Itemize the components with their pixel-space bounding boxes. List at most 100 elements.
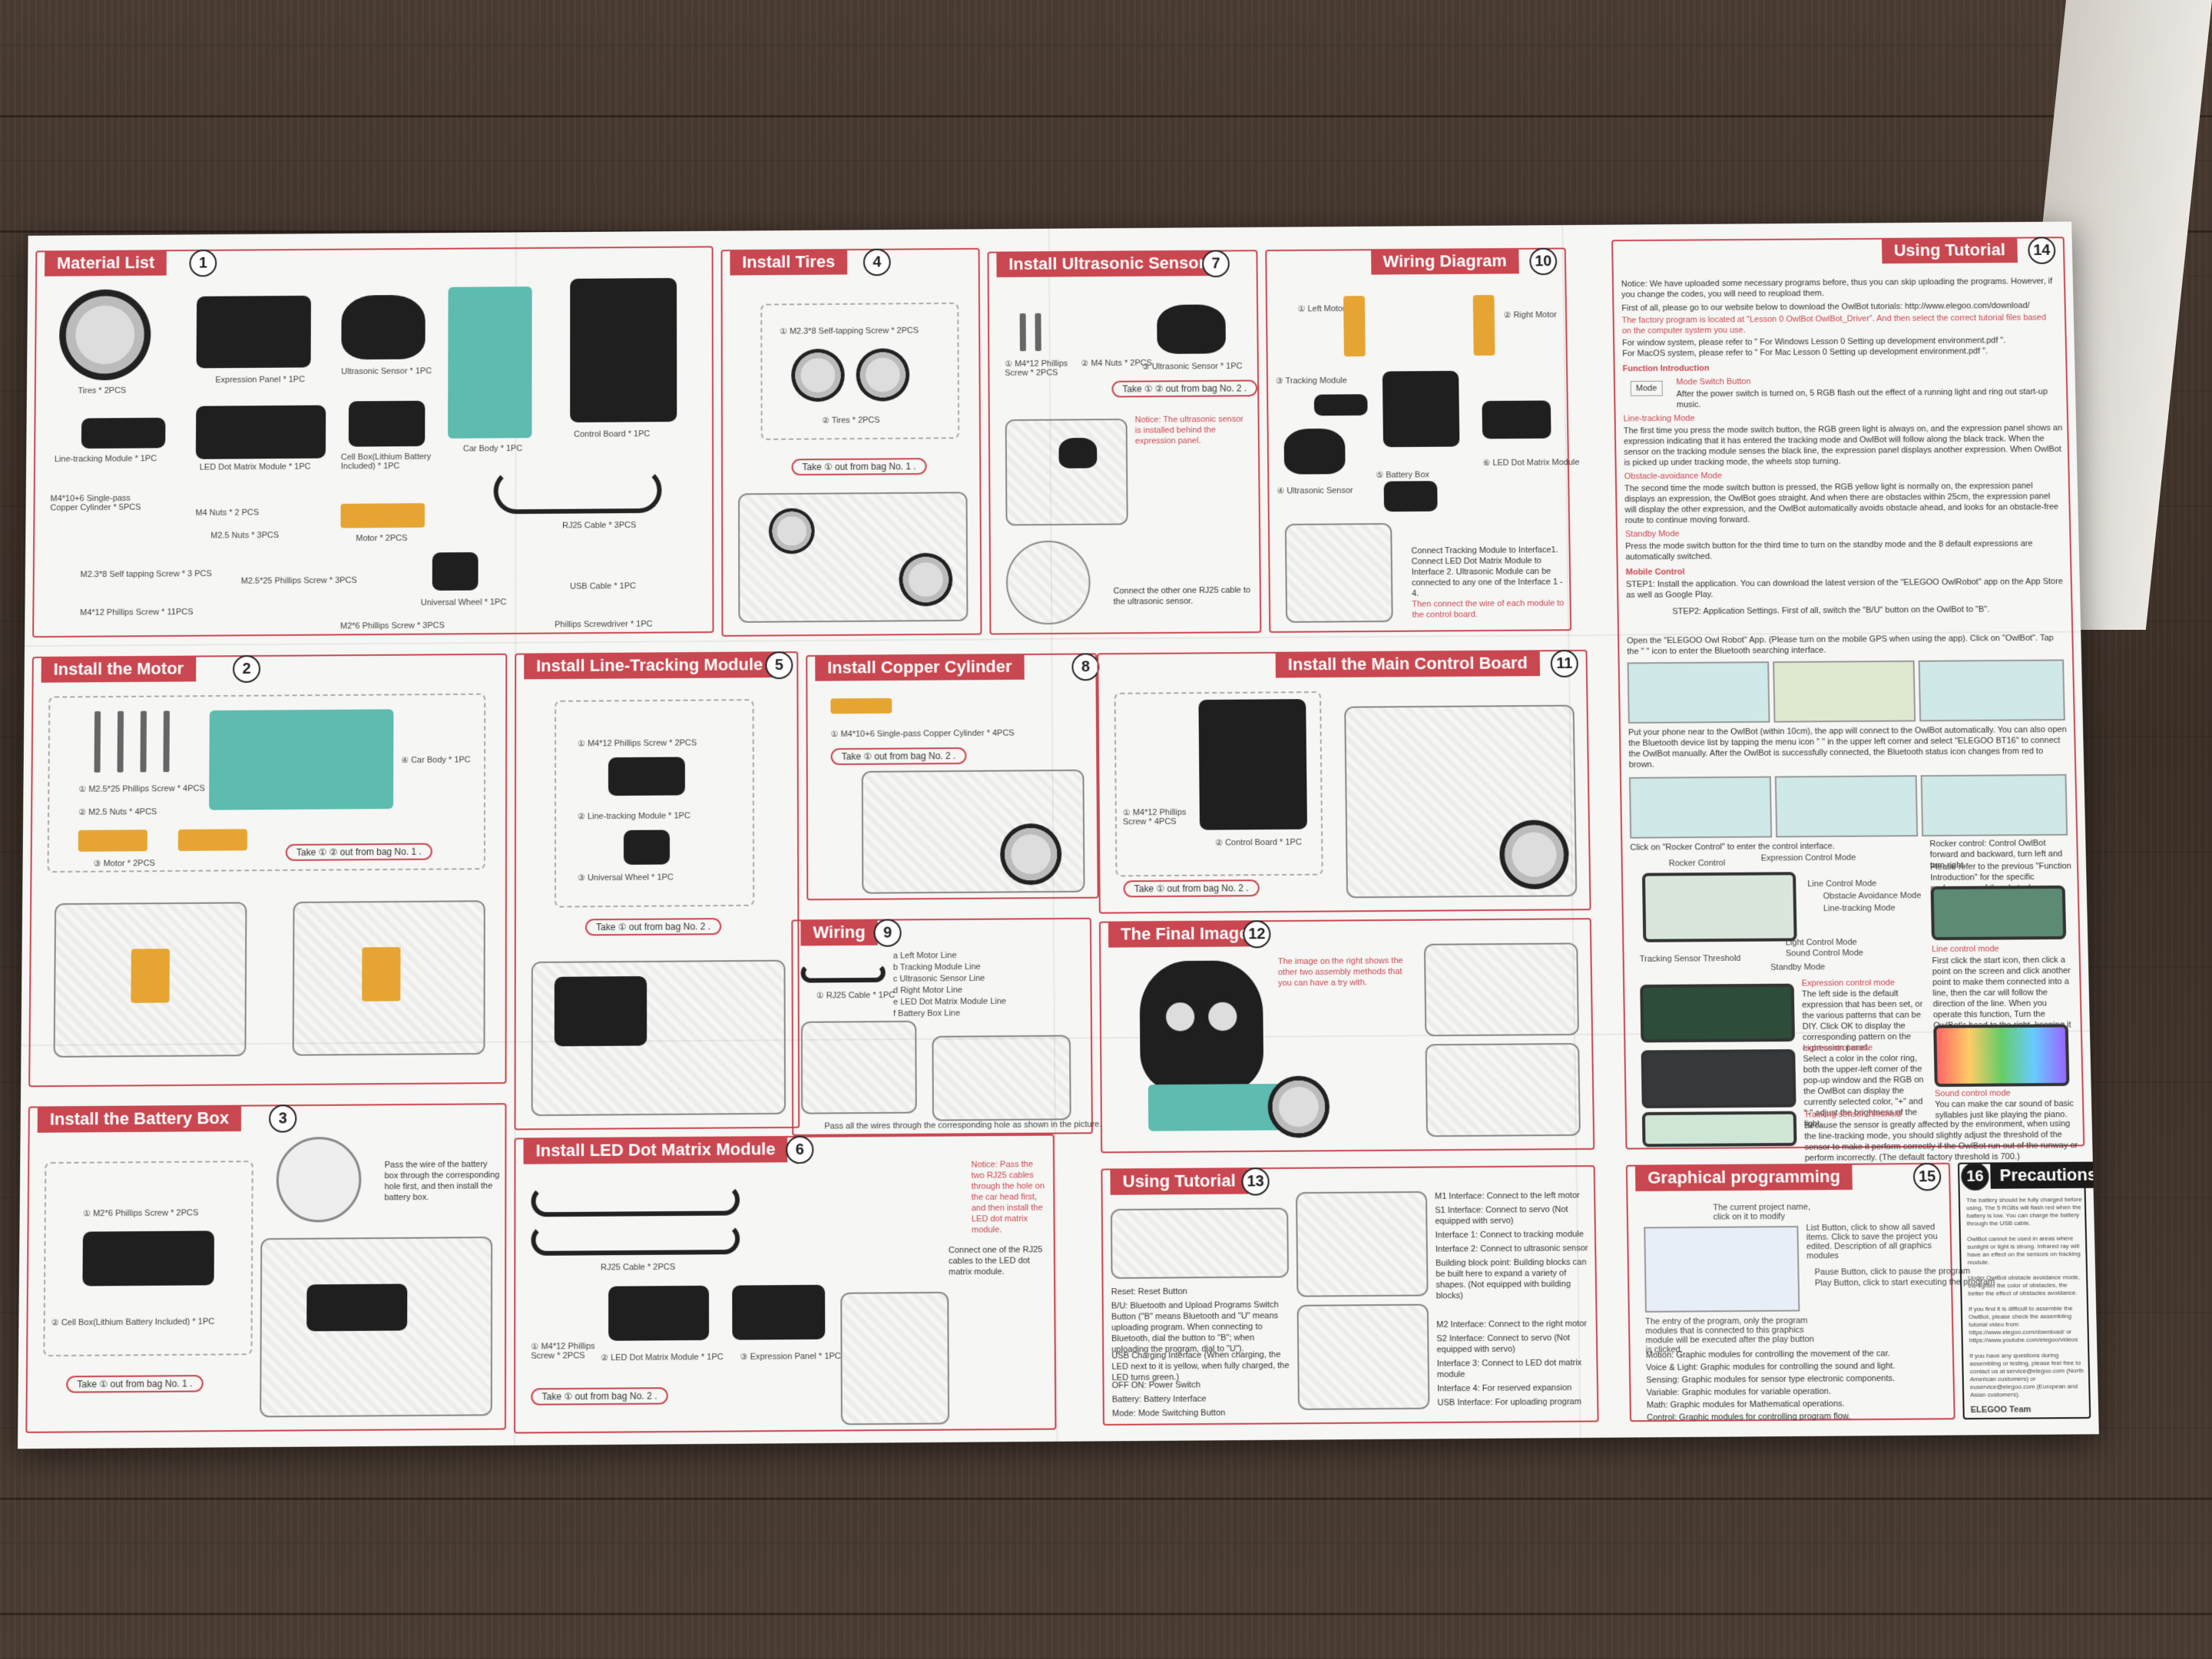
part-label: ① M2*6 Phillips Screw * 2PCS — [83, 1207, 198, 1218]
part-label: Universal Wheel * 1PC — [421, 598, 507, 608]
final-text: The image on the right shows the other t… — [1278, 955, 1417, 988]
tutorial-text: Press the mode switch button for the thi… — [1625, 538, 2065, 563]
part-label: ③ Motor * 2PCS — [94, 858, 155, 869]
app-label: Light Control Mode — [1786, 938, 1857, 948]
panel-title: The Final Image — [1108, 920, 1261, 947]
section-heading: Tracking sensor threshold — [1804, 1109, 1902, 1121]
tutorial-text: You can make the car sound of basic syll… — [1935, 1098, 2078, 1121]
diagram-label: ③ Tracking Module — [1276, 376, 1347, 386]
tutorial-text: M1 Interface: Connect to the left motor — [1435, 1190, 1589, 1202]
section-heading: Obstacle-avoidance Mode — [1624, 471, 1722, 482]
wiring-line: b Tracking Module Line — [893, 962, 981, 972]
tutorial-text: Put your phone near to the OwlBot (withi… — [1628, 724, 2070, 770]
tutorial-text: Mode: Mode Switching Button — [1112, 1408, 1226, 1419]
final-owlbot-image — [1139, 960, 1263, 1092]
tutorial-text: USB Charging Interface (When charging, t… — [1111, 1349, 1290, 1383]
diagram-label: ② Right Motor — [1504, 310, 1557, 320]
module-desc: Motion: Graphic modules for controlling … — [1646, 1348, 1890, 1360]
step-number-badge: 15 — [1913, 1163, 1942, 1191]
instruction-text: Pass all the wires through the correspon… — [824, 1120, 1101, 1131]
instruction-text: Connect the other one RJ25 cable to the … — [1113, 585, 1251, 608]
tutorial-text: M2 Interface: Connect to the right motor — [1436, 1318, 1591, 1330]
instruction-text: Connect one of the RJ25 cables to the LE… — [949, 1244, 1049, 1277]
section-heading: Mobile Control — [1626, 567, 1685, 578]
tutorial-text: Interface 2: Connect to ultrasonic senso… — [1435, 1243, 1590, 1255]
section-heading: Function Introduction — [1622, 363, 1709, 375]
instruction-text: Pass the wire of the battery box through… — [384, 1159, 500, 1204]
panel-install-led: Install LED Dot Matrix Module 6 RJ25 Cab… — [514, 1134, 1056, 1434]
tutorial-text: The factory program is located at "Lesso… — [1621, 313, 2056, 336]
diagram-label: ⑥ LED Dot Matrix Module — [1482, 457, 1579, 468]
cell-box-image — [82, 1230, 214, 1286]
app-label: Rocker Control — [1669, 859, 1726, 869]
tutorial-text: S2 Interface: Connect to servo (Not equi… — [1436, 1333, 1591, 1356]
panel-title: Install Tires — [730, 249, 847, 275]
module-desc: Voice & Light: Graphic modules for contr… — [1646, 1361, 1895, 1374]
panel-title: Install Line-Tracking Module — [524, 651, 775, 679]
tutorial-text: S1 Interface: Connect to servo (Not equi… — [1435, 1204, 1590, 1227]
panel-install-motor: Install the Motor 2 ① M2.5*25 Phillips S… — [28, 654, 507, 1088]
tutorial-text: The second time the mode switch button i… — [1624, 480, 2065, 525]
panel-precautions: 16 Precautions The battery should be ful… — [1958, 1162, 2091, 1420]
app-label: Line-tracking Mode — [1823, 903, 1896, 913]
step-number-badge: 9 — [873, 919, 901, 946]
wiring-line: c Ultrasonic Sensor Line — [893, 974, 985, 984]
section-heading: Light control mode — [1803, 1042, 1873, 1054]
part-label: ② Control Board * 1PC — [1215, 837, 1302, 848]
section-heading: Expression control mode — [1802, 978, 1896, 989]
expression-panel-image — [197, 296, 311, 369]
graphical-text: List Button, click to show all saved ite… — [1806, 1223, 1945, 1261]
part-label: LED Dot Matrix Module * 1PC — [200, 462, 311, 472]
tutorial-text: Open the "ELEGOO Owl Robot" App. (Please… — [1627, 633, 2068, 657]
panel-title: Using Tutorial — [1110, 1167, 1248, 1195]
part-label: ① M4*12 Phillips Screw * 4PCS — [1123, 807, 1200, 827]
step-number-badge: 8 — [1071, 653, 1099, 680]
mode-button-label: Mode — [1631, 381, 1663, 396]
panel-title: Install Copper Cylinder — [815, 654, 1024, 681]
panel-title: Wiring Diagram — [1371, 248, 1519, 275]
rj25-cable-image — [494, 467, 662, 514]
car-body-image — [448, 286, 532, 439]
module-desc: Sensing: Graphic modules for sensor type… — [1646, 1373, 1895, 1386]
team-signature: ELEGOO Team — [1971, 1405, 2032, 1415]
module-desc: Control: Graphic modules for controlling… — [1647, 1411, 1850, 1423]
panel-title: Install the Motor — [41, 656, 197, 683]
panel-using-tutorial-14: Using Tutorial 14 Notice: We have upload… — [1611, 237, 2085, 1149]
section-heading: Sound control mode — [1935, 1088, 2011, 1099]
tutorial-text: Reset: Reset Button — [1111, 1286, 1187, 1298]
bag-label: Take ① out from bag No. 2 . — [585, 918, 721, 935]
precaution-item: If you find it is difficult to assemble … — [1969, 1305, 2085, 1345]
wiring-line: e LED Dot Matrix Module Line — [893, 997, 1006, 1007]
part-label: M2.5 Nuts * 3PCS — [210, 531, 279, 541]
tutorial-text: STEP2: Application Settings. First of al… — [1672, 604, 2063, 617]
motor-image — [178, 829, 247, 851]
panel-title: Precautions — [1990, 1161, 2099, 1188]
part-label: ② M2.5 Nuts * 4PCS — [78, 806, 157, 817]
panel-title: Graphical programming — [1635, 1164, 1853, 1191]
tutorial-text: USB Interface: For uploading program — [1437, 1396, 1592, 1409]
panel-install-copper: Install Copper Cylinder 8 ① M4*10+6 Sing… — [806, 653, 1098, 900]
part-label: Cell Box(Lithium Battery Included) * 1PC — [341, 452, 440, 472]
part-label: ① M2.3*8 Self-tapping Screw * 2PCS — [780, 326, 919, 336]
panel-wiring-diagram: Wiring Diagram 10 ① Left Motor ② Right M… — [1265, 247, 1571, 632]
step-number-badge: 2 — [233, 655, 260, 683]
part-label: M4 Nuts * 2 PCS — [195, 508, 259, 518]
app-screenshot — [1642, 872, 1797, 942]
step-number-badge: 7 — [1202, 250, 1230, 278]
tutorial-text: Mode Switch Button — [1676, 376, 1750, 387]
part-label: ② LED Dot Matrix Module * 1PC — [601, 1352, 724, 1363]
step-number-badge: 14 — [2028, 237, 2055, 264]
step-number-badge: 12 — [1243, 920, 1270, 948]
panel-final-image: The Final Image 12 The image on the righ… — [1099, 918, 1594, 1153]
tutorial-text: Interface 4: For reserved expansion — [1437, 1382, 1592, 1395]
app-label: Tracking Sensor Threshold — [1640, 954, 1741, 964]
panel-title: Wiring — [800, 919, 878, 946]
part-label: M4*10+6 Single-pass Copper Cylinder * 5P… — [50, 494, 157, 513]
diagram-label: ⑤ Battery Box — [1376, 469, 1429, 479]
part-label: ① M4*12 Phillips Screw * 2PCS — [531, 1341, 601, 1361]
panel-material-list: Material List 1 Tires * 2PCS Expression … — [32, 246, 714, 637]
section-heading: Line control mode — [1932, 944, 1999, 955]
bag-label: Take ① out from bag No. 2 . — [1124, 879, 1260, 897]
diagram-label: ① Left Motor — [1298, 303, 1346, 313]
step-number-badge: 6 — [786, 1136, 813, 1164]
